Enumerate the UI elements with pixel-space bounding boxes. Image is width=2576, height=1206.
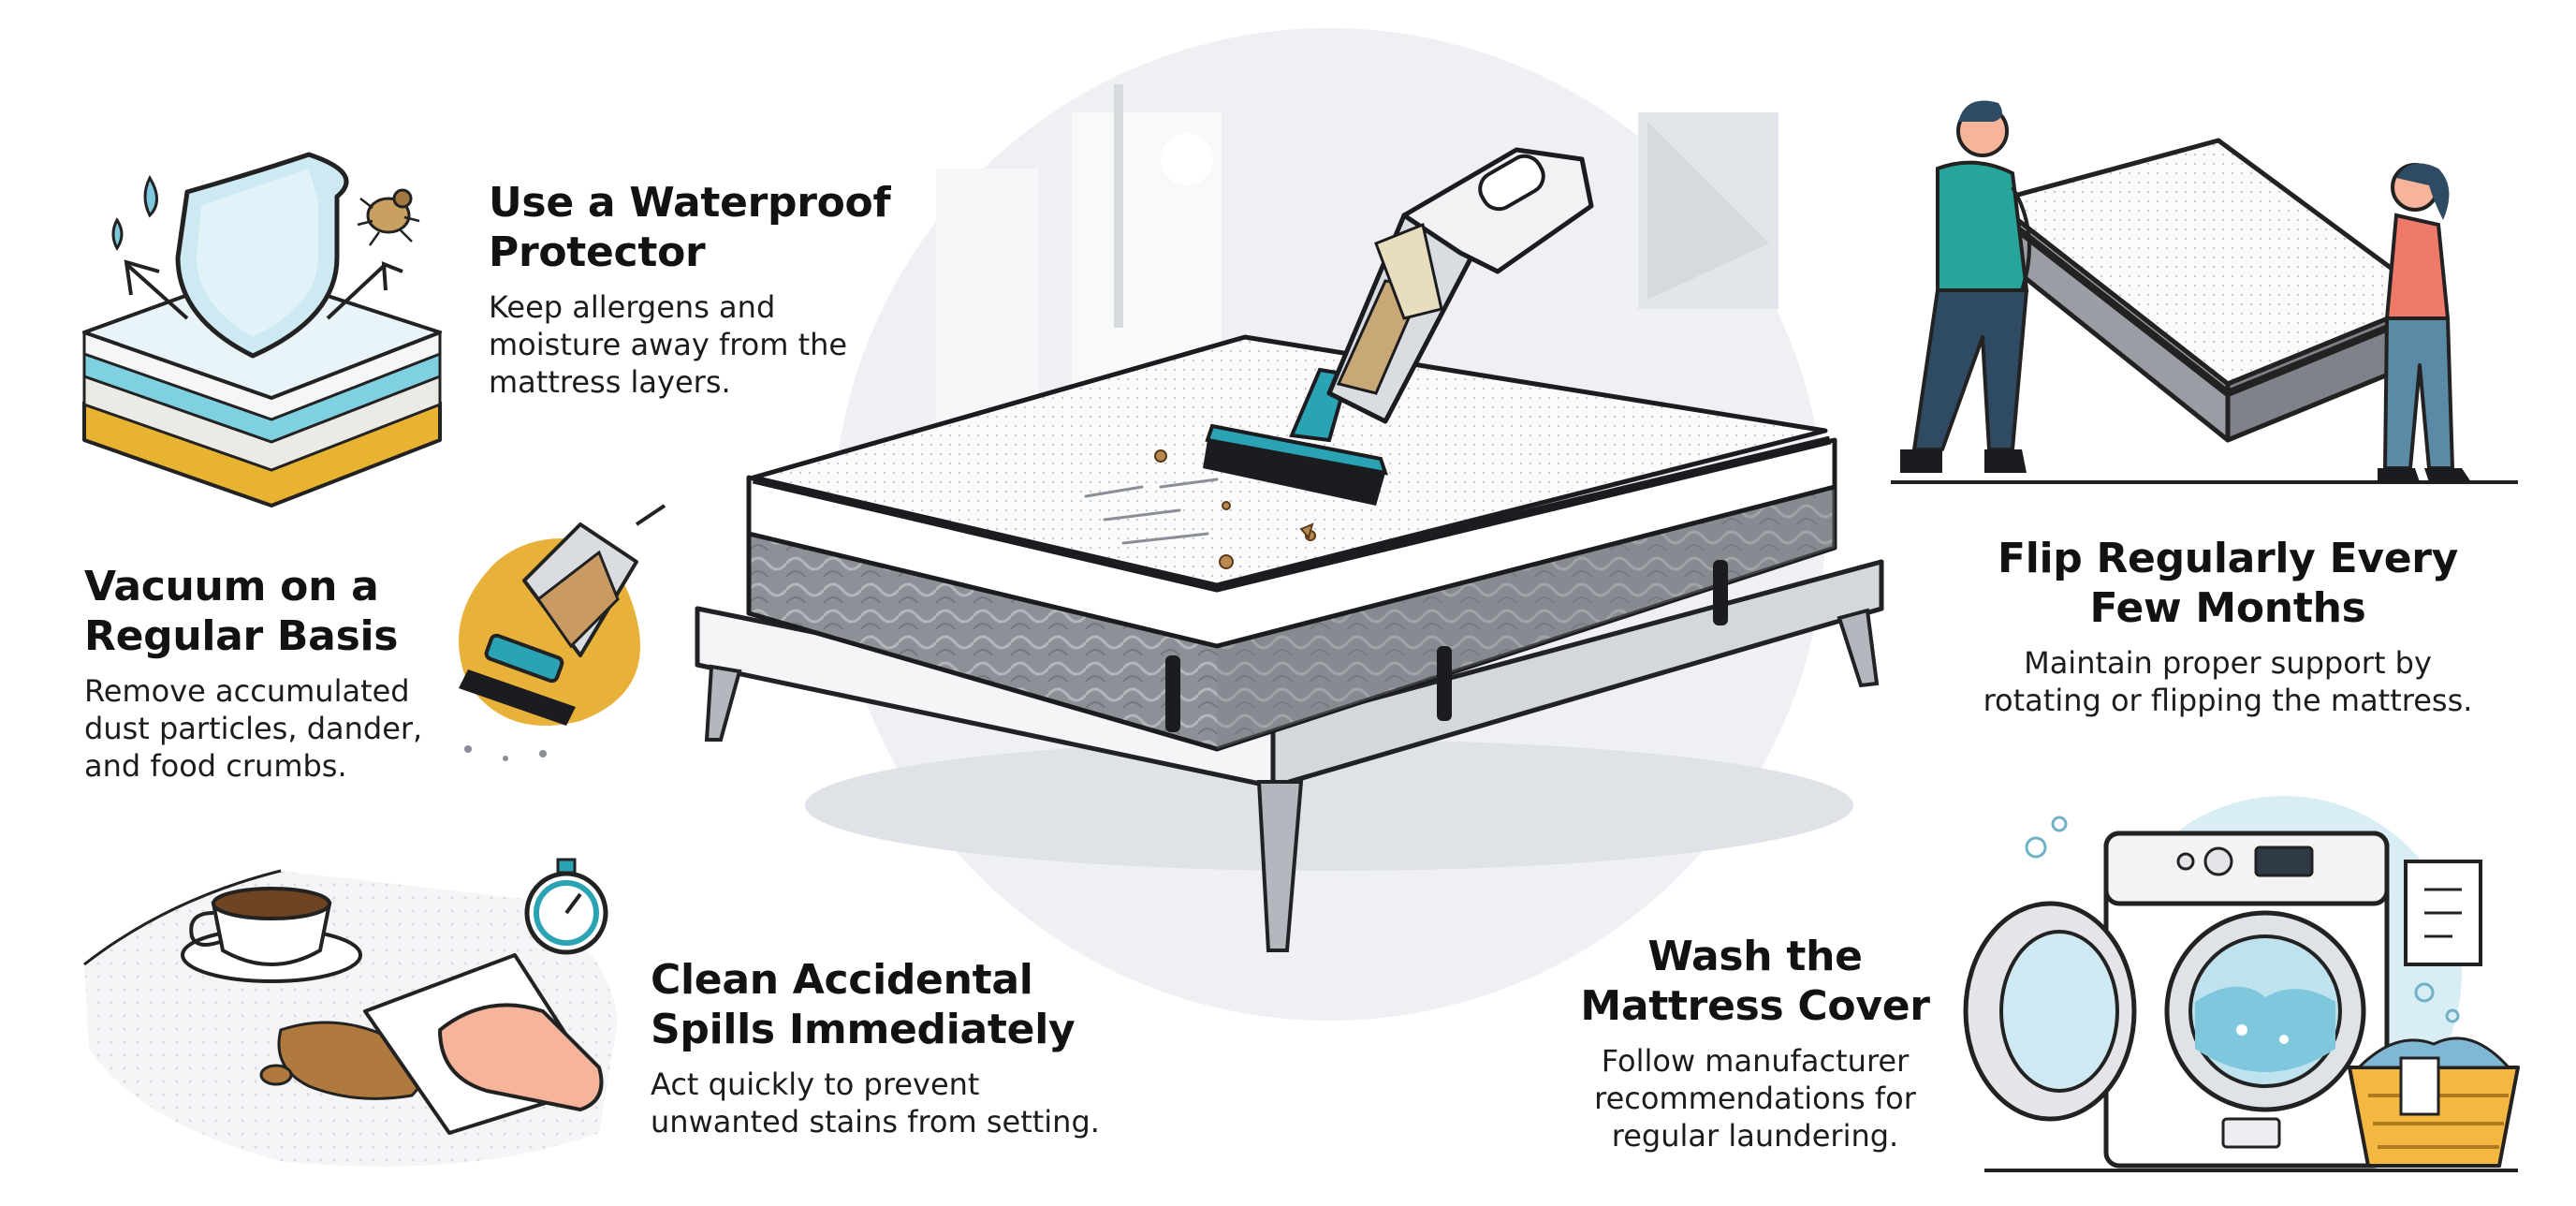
tip-vacuum-regularly: Vacuum on a Regular Basis Remove accumul… [84,562,422,785]
shield-protector-icon [82,152,442,507]
people-flipping-mattress-icon [1891,100,2518,484]
tip-title: Vacuum on a Regular Basis [84,563,399,660]
washing-machine-icon [1963,796,2520,1172]
spill-cloth-icon [83,858,618,1167]
tip-flip-regularly: Flip Regularly Every Few Months Maintain… [1956,534,2499,719]
tip-wash-cover: Wash the Mattress Cover Follow manufactu… [1549,932,1961,1155]
center-vacuum [1203,147,1594,506]
tip-title: Clean Accidental Spills Immediately [651,956,1076,1053]
tip-description: Maintain proper support by rotating or f… [1983,645,2473,718]
tip-title: Wash the Mattress Cover [1580,933,1930,1030]
handheld-vacuum-icon [459,504,666,761]
tip-title: Flip Regularly Every Few Months [1997,535,2459,632]
tip-waterproof-protector: Use a Waterproof Protector Keep allergen… [489,178,891,401]
tip-description: Remove accumulated dust particles, dande… [84,673,423,784]
tip-title: Use a Waterproof Protector [489,179,891,276]
mattress-illustration [695,147,1884,952]
tip-clean-spills: Clean Accidental Spills Immediately Act … [651,955,1100,1140]
tip-description: Keep allergens and moisture away from th… [489,289,848,400]
tip-description: Act quickly to prevent unwanted stains f… [651,1066,1100,1140]
tip-description: Follow manufacturer recommendations for … [1594,1043,1916,1154]
